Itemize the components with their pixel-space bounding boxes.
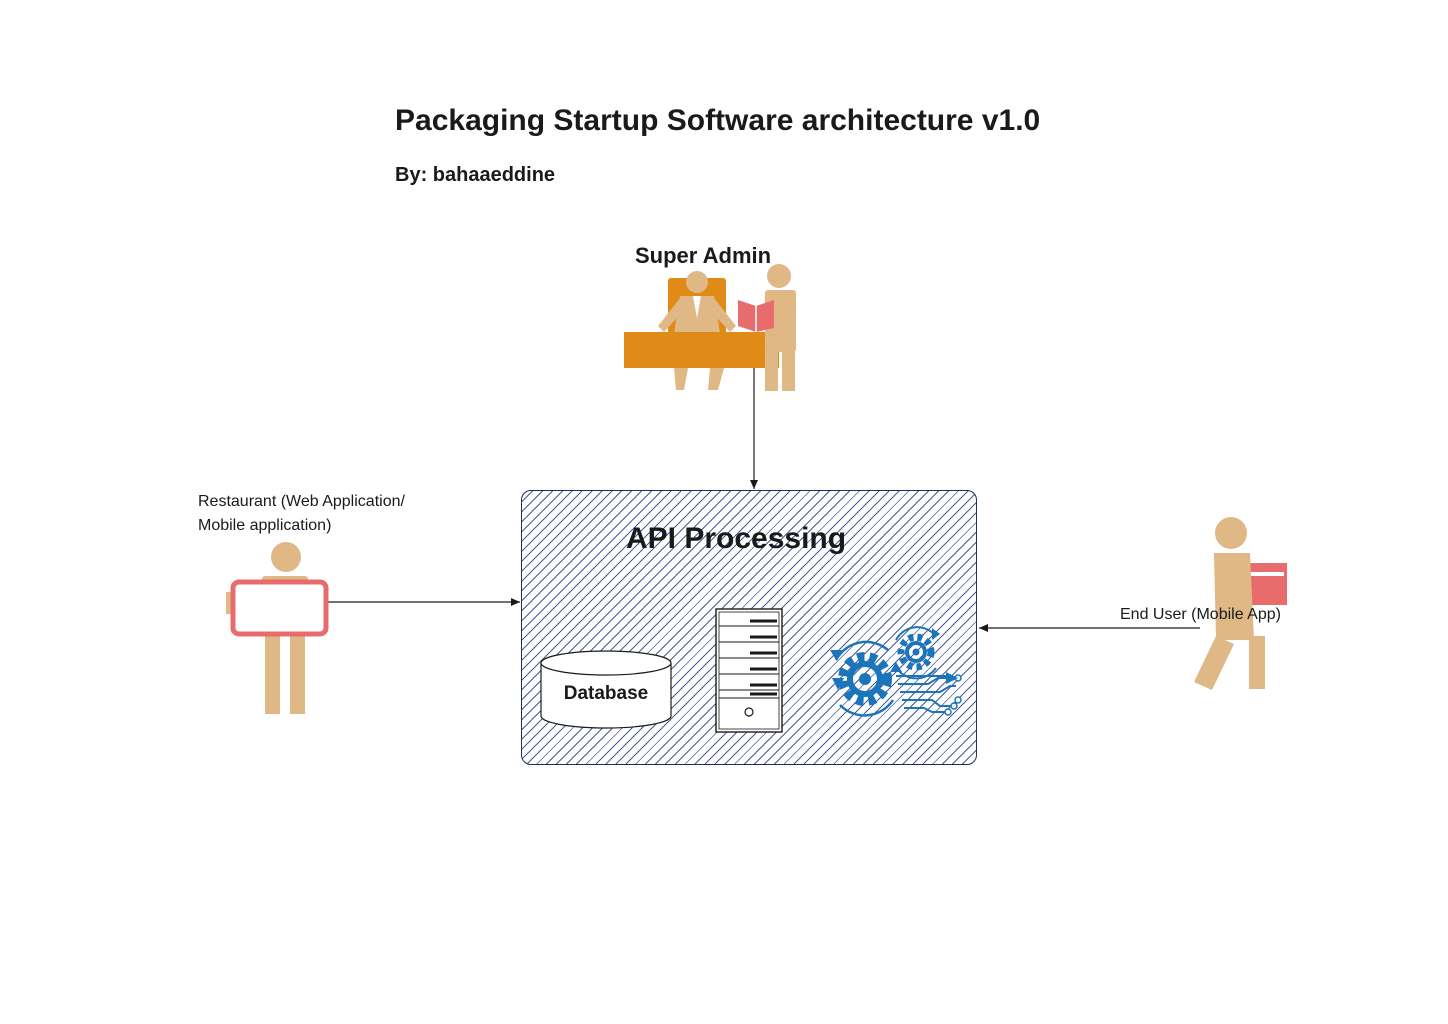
restaurant-label: Restaurant (Web Application/ Mobile appl… bbox=[198, 490, 458, 538]
restaurant-label-line1: Restaurant (Web Application/ bbox=[198, 493, 405, 510]
end-user-label: End User (Mobile App) bbox=[1120, 606, 1281, 623]
database-label: Database bbox=[563, 683, 649, 704]
restaurant-label-line2: Mobile application) bbox=[198, 517, 332, 534]
office-desk-people-icon[interactable] bbox=[624, 264, 796, 391]
database-cylinder-icon[interactable] bbox=[540, 650, 672, 729]
person-holding-board-icon[interactable] bbox=[226, 542, 329, 714]
person-carrying-box-icon[interactable] bbox=[1194, 517, 1287, 690]
page-title: Packaging Startup Software architecture … bbox=[395, 104, 1041, 137]
api-processing-title: API Processing bbox=[626, 522, 847, 555]
server-rack-icon[interactable] bbox=[715, 608, 783, 733]
gears-circuit-icon[interactable] bbox=[830, 626, 962, 717]
super-admin-label: Super Admin bbox=[635, 243, 772, 268]
author-subtitle: By: bahaaeddine bbox=[395, 164, 556, 186]
connectors bbox=[328, 365, 1200, 632]
